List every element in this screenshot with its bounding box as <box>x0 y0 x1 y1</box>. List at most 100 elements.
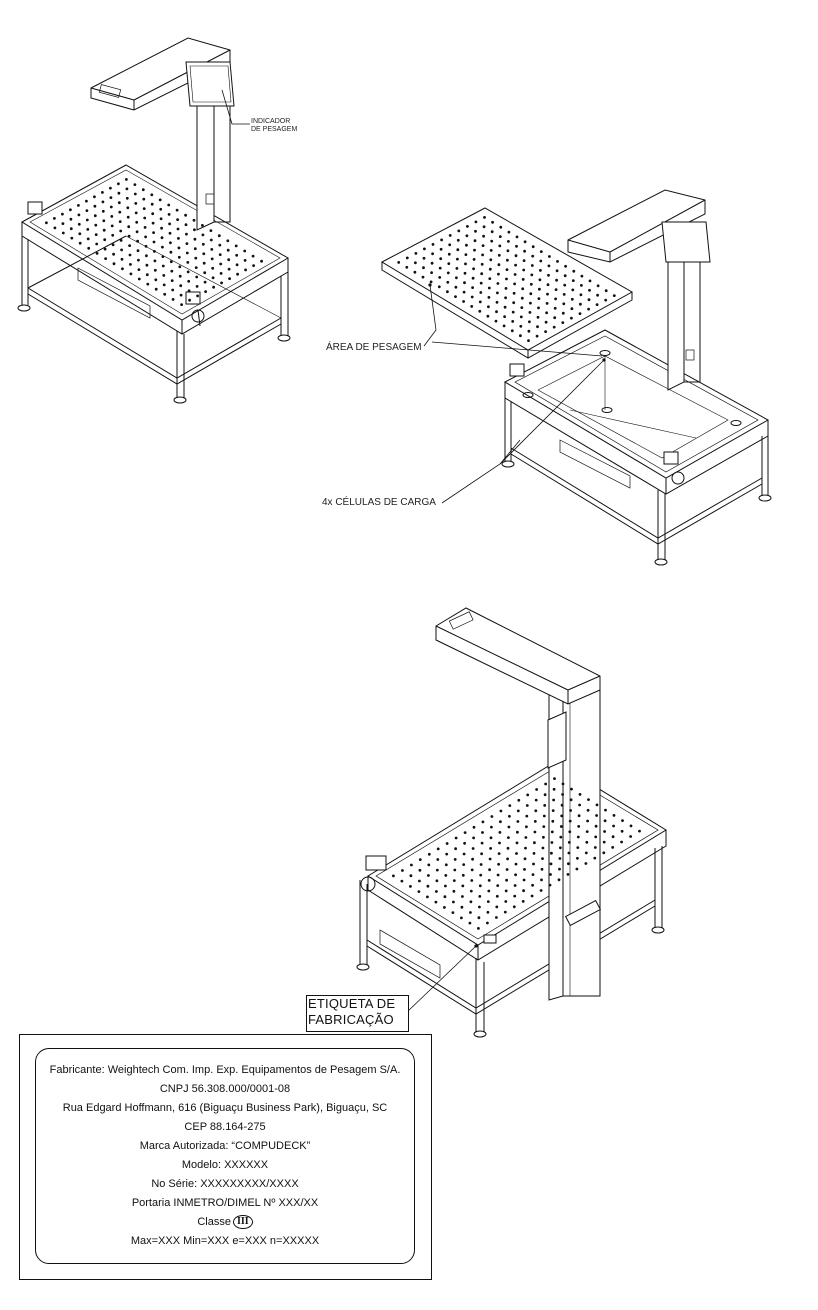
perforation-dot <box>577 814 581 818</box>
perforation-dot <box>530 894 534 898</box>
perforation-dot <box>480 852 483 856</box>
perforation-dot <box>580 284 583 287</box>
perforation-dot <box>401 869 404 872</box>
perforation-dot <box>559 835 563 839</box>
perforation-dot <box>480 262 484 266</box>
perforation-dot <box>541 846 545 850</box>
perforation-dot <box>167 203 171 207</box>
perforation-dot <box>629 824 633 828</box>
perforation-dot <box>439 257 443 261</box>
perforation-dot <box>203 271 207 275</box>
perforation-dot <box>136 249 140 253</box>
perforation-dot <box>427 874 430 877</box>
perforation-dot <box>212 285 216 289</box>
perforation-dot <box>53 217 56 220</box>
perforation-dot <box>576 835 580 839</box>
perforation-dot <box>61 212 64 216</box>
perforation-dot <box>496 873 500 877</box>
perforation-dot <box>136 239 140 243</box>
perforation-dot <box>498 831 502 834</box>
perforation-dot <box>463 271 467 275</box>
perforation-dot <box>119 239 123 242</box>
perforation-dot <box>520 296 524 300</box>
perforation-dot <box>160 236 164 240</box>
perforation-dot <box>461 873 465 877</box>
perforation-dot <box>176 218 180 222</box>
perforation-dot <box>109 205 113 209</box>
perforation-dot <box>111 243 115 247</box>
perforation-dot <box>152 231 156 235</box>
perforation-dot <box>587 298 591 302</box>
perforation-dot <box>445 842 449 845</box>
perforation-dot <box>531 883 534 887</box>
perforation-dot <box>102 219 106 223</box>
perforation-dot <box>520 306 524 309</box>
perforation-dot <box>576 856 579 860</box>
perforation-dot <box>479 873 483 877</box>
perforation-dot <box>465 234 469 238</box>
perforation-dot <box>602 851 606 855</box>
perforation-dot <box>193 247 197 251</box>
perforation-dot <box>194 256 198 260</box>
perforation-dot <box>584 862 588 865</box>
perforation-dot <box>427 852 431 856</box>
perforation-dot <box>575 867 579 871</box>
perforation-dot <box>580 274 584 278</box>
perforation-dot <box>516 830 519 834</box>
perforation-dot <box>519 324 523 328</box>
perforation-dot <box>544 330 547 333</box>
plate-fabricante: Fabricante: Weightech Com. Imp. Exp. Equ… <box>49 1064 401 1076</box>
perforation-dot <box>523 868 526 871</box>
perforation-dot <box>506 857 509 861</box>
perforation-dot <box>154 287 158 291</box>
perforation-dot <box>578 312 582 315</box>
perforation-dot <box>490 825 493 829</box>
perforation-dot <box>453 868 457 872</box>
perforation-dot <box>514 862 518 866</box>
perforation-dot <box>504 296 507 300</box>
perforation-dot <box>137 258 140 262</box>
perforation-dot <box>447 262 451 265</box>
perforation-dot <box>126 215 130 219</box>
perforation-dot <box>163 292 167 296</box>
perforation-dot <box>102 228 106 232</box>
plate-portaria: Portaria INMETRO/DIMEL Nº XXX/XX <box>131 1197 319 1209</box>
perforation-dot <box>185 251 189 255</box>
perforation-dot <box>477 927 480 930</box>
perforation-dot <box>120 248 123 252</box>
perforation-dot <box>118 210 122 214</box>
perforation-dot <box>512 905 516 909</box>
perforation-dot <box>440 238 443 242</box>
perforation-dot <box>562 302 566 306</box>
perforation-dot <box>162 274 166 277</box>
perforation-dot <box>561 311 565 315</box>
perforation-dot <box>150 193 154 197</box>
perforation-dot <box>490 230 494 234</box>
perforation-dot <box>483 216 486 219</box>
perforation-dot <box>235 253 239 257</box>
perforation-dot <box>53 226 57 230</box>
plate-marca: Marca Autorizada: “COMPUDECK” <box>139 1140 311 1152</box>
perforation-dot <box>497 253 501 257</box>
perforation-dot <box>514 254 518 258</box>
perforation-dot <box>135 230 139 234</box>
perforation-dot <box>570 307 574 311</box>
perforation-dot <box>545 302 549 305</box>
perforation-dot <box>486 910 490 914</box>
perforation-dot <box>463 831 467 834</box>
perforation-dot <box>561 793 564 796</box>
perforation-dot <box>109 196 113 200</box>
perforation-dot <box>175 208 179 212</box>
perforation-dot <box>586 819 589 823</box>
perforation-dot <box>550 851 553 855</box>
perforation-dot <box>490 239 494 243</box>
perforation-dot <box>547 273 550 277</box>
perforation-dot <box>560 803 564 807</box>
perforation-dot <box>101 191 104 194</box>
perforation-dot <box>86 228 90 231</box>
perforation-dot <box>487 296 491 299</box>
perforation-dot <box>109 186 112 190</box>
perforation-dot <box>426 884 430 888</box>
perforation-dot <box>586 808 590 812</box>
perforation-dot <box>405 265 409 269</box>
